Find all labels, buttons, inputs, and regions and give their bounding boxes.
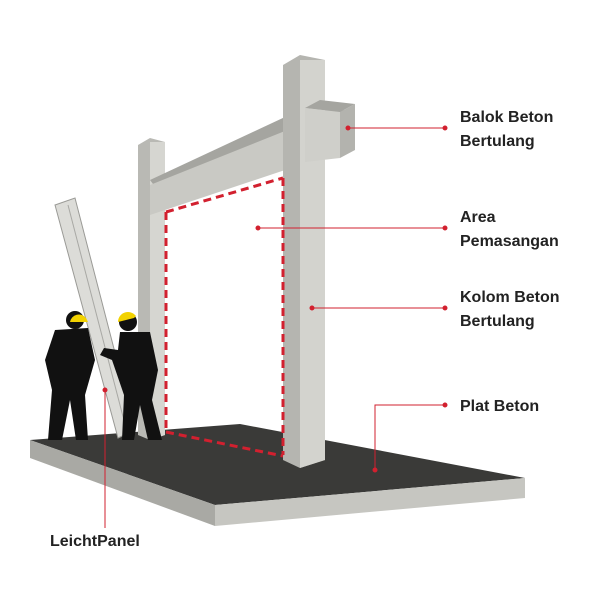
label-line: Balok Beton <box>460 109 554 126</box>
label-kolom-beton: Kolom Beton Bertulang <box>460 286 560 334</box>
label-line: Pemasangan <box>460 233 559 250</box>
concrete-slab <box>30 424 525 526</box>
label-line: Area <box>460 209 496 226</box>
installation-area-outline <box>164 176 285 458</box>
label-area-pemasangan: Area Pemasangan <box>460 206 559 254</box>
beam-end <box>305 100 355 162</box>
leader-lines <box>102 125 448 528</box>
worker-left <box>45 311 95 440</box>
label-line: Bertulang <box>460 313 535 330</box>
label-line: Bertulang <box>460 133 535 150</box>
label-plat-beton: Plat Beton <box>460 398 540 415</box>
label-balok-beton: Balok Beton Bertulang <box>460 106 553 154</box>
label-line: Kolom Beton <box>460 289 560 306</box>
worker-right <box>100 312 162 440</box>
label-leichtpanel: LeichtPanel <box>50 533 140 550</box>
